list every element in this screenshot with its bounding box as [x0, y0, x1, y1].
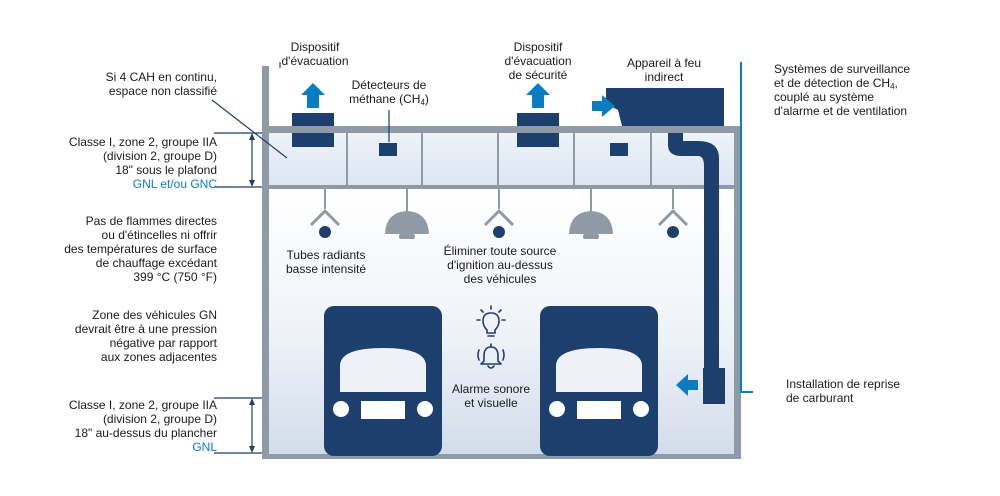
- flames-label: Pas de flammes directes ou d'étincelles …: [64, 214, 217, 284]
- ceiling-zone-dimension: [214, 132, 262, 188]
- floor-class-label: Classe I, zone 2, groupe IIA (division 2…: [68, 398, 217, 454]
- radiant-tubes-label: Tubes radiants basse intensité: [285, 248, 367, 276]
- radiant-tube-icon: [483, 209, 515, 238]
- cah-label: Si 4 CAH en continu, espace non classifi…: [105, 70, 217, 98]
- up-arrow-icon: [526, 83, 550, 108]
- gnl-gnc-label: GNL et/ou GNC: [132, 177, 217, 191]
- roof: [262, 126, 741, 133]
- indirect-appliance-label: Appareil à feu indirect: [626, 56, 702, 84]
- ceiling-zone: [268, 133, 734, 186]
- lamp-icon: [569, 211, 613, 239]
- bell-icon: [477, 343, 505, 369]
- lightbulb-icon: [476, 305, 506, 337]
- leader-lines: [211, 62, 390, 159]
- right-arrow-icon: [592, 95, 615, 117]
- truck-icon: [324, 306, 442, 456]
- refueling-label: Installation de reprise de carburant: [786, 377, 901, 405]
- exhaust-device-label: Dispositif d'évacuation: [281, 40, 349, 68]
- exhaust-device-safety: [517, 83, 559, 147]
- floor-zone-dimension: [214, 397, 262, 454]
- gnl-label: GNL: [192, 440, 217, 454]
- eliminate-ignition-label: Éliminer toute source d'ignition au-dess…: [443, 244, 557, 286]
- monitoring-bracket: [740, 62, 753, 393]
- left-arrow-icon: [676, 374, 698, 396]
- fixture-hangers: [324, 189, 674, 211]
- vehicle-zone-label: Zone des véhicules GN devrait être à une…: [74, 308, 217, 364]
- left-wall: [262, 66, 269, 458]
- ceiling-beam: [268, 185, 734, 189]
- methane-detector-icon: [610, 143, 628, 156]
- up-arrow-icon: [301, 83, 325, 108]
- vent-duct: [668, 133, 719, 370]
- radiant-tube-icon: [309, 209, 341, 238]
- vent-duct-outlet: [703, 368, 725, 404]
- indirect-fired-appliance: [592, 88, 724, 126]
- ceiling-truss-posts: [346, 133, 652, 186]
- monitoring-systems-label: Systèmes de surveillance et de détection…: [774, 62, 911, 118]
- floor: [262, 454, 741, 459]
- exhaust-device-left: [292, 83, 334, 147]
- ceiling-class-label: Classe I, zone 2, groupe IIA (division 2…: [68, 135, 217, 191]
- methane-detectors-label: Détecteurs de méthane (CH4): [349, 78, 429, 107]
- lamp-icon: [385, 211, 429, 239]
- radiant-tube-icon: [657, 209, 689, 238]
- truck-icon: [540, 306, 658, 456]
- alarm-label: Alarme sonore et visuelle: [451, 382, 531, 410]
- methane-detector-icon: [379, 143, 397, 156]
- safety-exhaust-label: Dispositif d'évacuation de sécurité: [504, 40, 572, 82]
- right-wall: [734, 126, 741, 458]
